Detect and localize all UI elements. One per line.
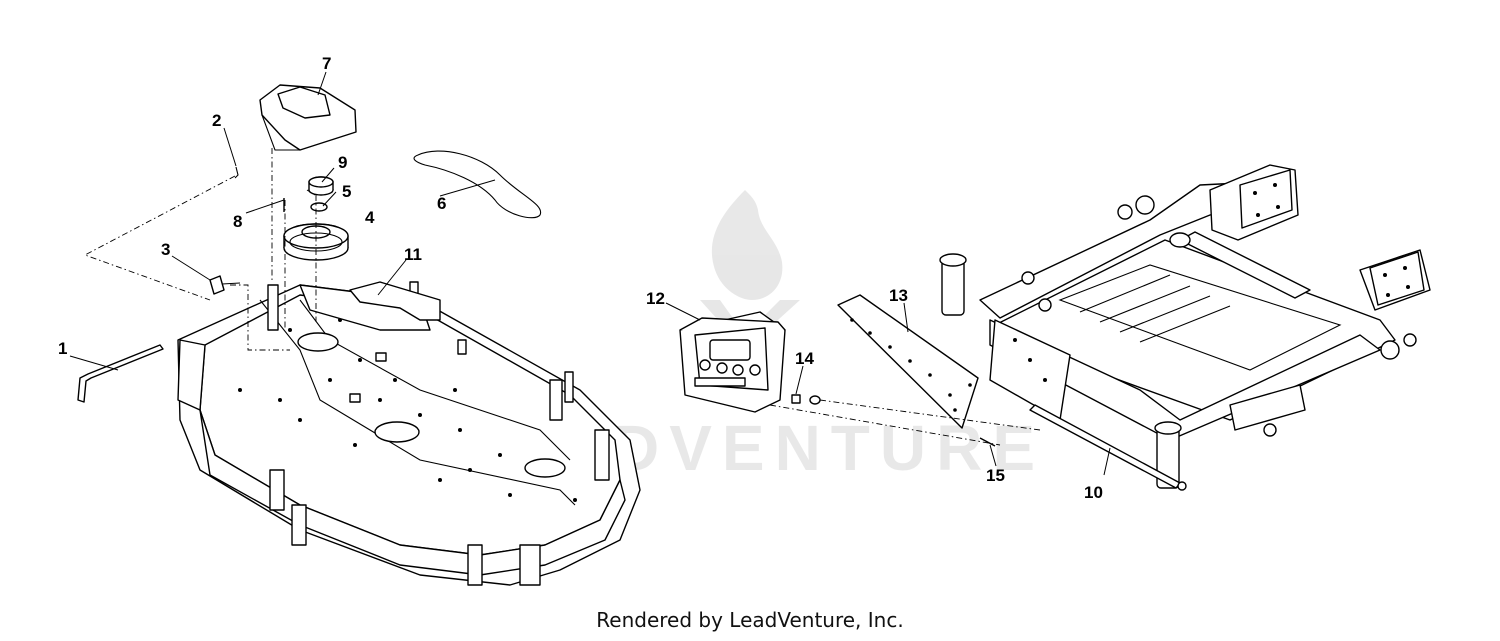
callout-11: 11 bbox=[404, 245, 422, 264]
callout-4: 4 bbox=[365, 208, 375, 227]
part-13-panel bbox=[837, 294, 979, 429]
part-2-clip bbox=[234, 166, 239, 179]
part-10-strap bbox=[1029, 404, 1187, 491]
part-12-control-console bbox=[679, 311, 786, 413]
callout-10: 10 bbox=[1084, 483, 1103, 502]
assembly-lines-deck bbox=[83, 148, 317, 351]
mower-frame bbox=[939, 164, 1431, 489]
footer-credit: Rendered by LeadVenture, Inc. bbox=[596, 608, 904, 632]
part-14-bolt-washer bbox=[791, 394, 821, 405]
callout-3: 3 bbox=[161, 240, 170, 259]
callout-leaders bbox=[69, 71, 1111, 476]
callout-13: 13 bbox=[889, 286, 908, 305]
callout-2: 2 bbox=[212, 111, 221, 130]
part-6-belt bbox=[413, 150, 542, 219]
part-4-pulley bbox=[283, 223, 349, 261]
callout-1: 1 bbox=[58, 339, 67, 358]
callout-9: 9 bbox=[338, 153, 347, 172]
part-15-pin bbox=[979, 437, 996, 447]
callout-6: 6 bbox=[437, 194, 446, 213]
part-11-bracket bbox=[349, 281, 441, 321]
part-9-cap bbox=[308, 176, 334, 196]
callout-7: 7 bbox=[322, 54, 331, 73]
part-7-belt-cover bbox=[259, 84, 357, 151]
callout-12: 12 bbox=[646, 289, 665, 308]
callout-8: 8 bbox=[233, 212, 242, 231]
callout-14: 14 bbox=[795, 349, 814, 368]
callout-labels: 1 2 3 4 5 6 7 8 9 10 11 12 13 14 15 bbox=[58, 54, 1103, 502]
watermark-logo bbox=[700, 190, 800, 350]
part-5-washer bbox=[310, 202, 328, 212]
assembly-line-console bbox=[769, 404, 1001, 446]
assembly-line-console-2 bbox=[819, 399, 1041, 431]
mower-deck bbox=[177, 281, 641, 586]
callout-15: 15 bbox=[986, 466, 1005, 485]
part-3-bolt bbox=[209, 275, 241, 295]
part-1-hex-key bbox=[77, 344, 164, 403]
callout-5: 5 bbox=[342, 182, 351, 201]
